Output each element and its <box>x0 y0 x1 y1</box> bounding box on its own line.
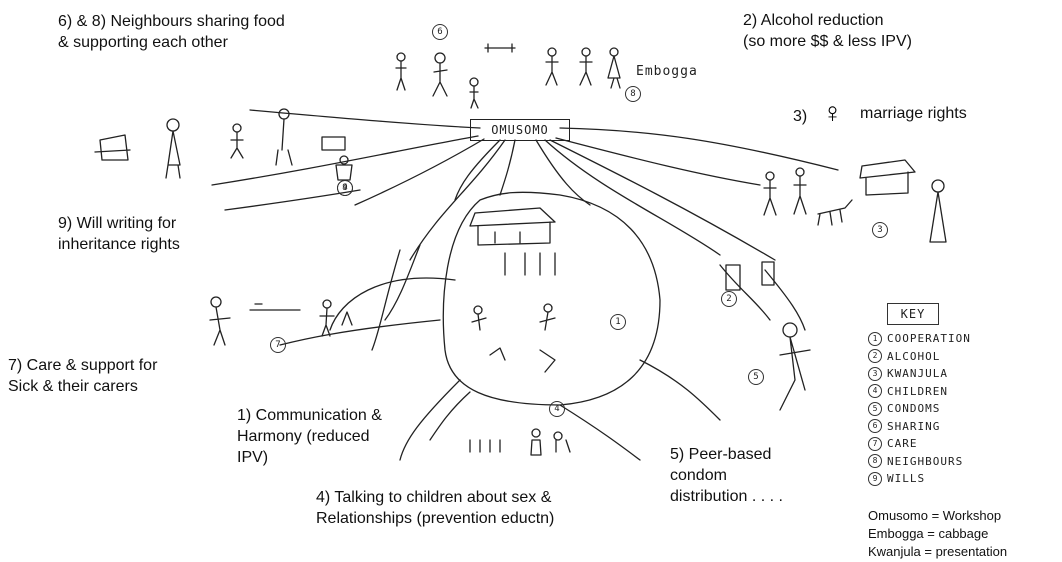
glossary: Omusomo = Workshop Embogga = cabbage Kwa… <box>868 507 1007 561</box>
key-item: 1 COOPERATION <box>868 330 971 348</box>
label-alcohol-reduction: 2) Alcohol reduction (so more $$ & less … <box>743 12 912 50</box>
key-item: 8 NEIGHBOURS <box>868 453 971 471</box>
key-item-label: SHARING <box>887 419 941 433</box>
key-item: 3 KWANJULA <box>868 365 971 383</box>
glossary-entry: Kwanjula = presentation <box>868 544 1008 559</box>
label-marriage-num: 3) <box>793 108 808 125</box>
sketch-number-circle: 3 <box>872 222 888 238</box>
sketch-number-circle: 6 <box>432 24 448 40</box>
key-title: KEY <box>887 303 939 325</box>
sketch-number-circle: 1 <box>610 314 626 330</box>
people-figures <box>94 43 947 456</box>
label-marriage-rights: marriage rights <box>860 105 967 122</box>
key-item-label: CHILDREN <box>887 384 948 398</box>
key-item-number: 8 <box>868 454 882 469</box>
key-list: 1 COOPERATION 2 ALCOHOL 3 KWANJULA 4 CHILDRE… <box>868 330 971 488</box>
key-item-label: CARE <box>887 437 918 450</box>
key-item-number: 2 <box>868 349 882 364</box>
key-item-label: KWANJULA <box>887 367 948 380</box>
key-item: 7 CARE <box>868 435 971 453</box>
sketch-number-circle: 9 <box>337 180 353 196</box>
label-care-support: 7) Care & support for Sick & their carer… <box>8 357 158 395</box>
label-neighbours-sharing: 6) & 8) Neighbours sharing food & suppor… <box>58 13 285 51</box>
key-item-number: 9 <box>868 471 882 486</box>
omusomo-sign: OMUSOMO <box>470 119 570 141</box>
key-item-number: 6 <box>868 419 882 434</box>
sketch-number-circle: 2 <box>721 291 737 307</box>
house-icon-right <box>859 159 916 196</box>
key-item-number: 5 <box>868 401 882 416</box>
label-peer-condom-distribution: 5) Peer-based condom distribution . . . … <box>670 446 783 505</box>
sketch-number-circle: 7 <box>270 337 286 353</box>
key-item-label: COOPERATION <box>887 332 971 345</box>
female-symbol-icon: ♀ <box>822 97 843 128</box>
key-item: 6 SHARING <box>868 418 971 436</box>
key-item-label: ALCOHOL <box>887 349 941 363</box>
key-item-number: 1 <box>868 331 882 346</box>
label-communication-harmony: 1) Communication & Harmony (reduced IPV) <box>237 407 382 466</box>
key-item-label: NEIGHBOURS <box>887 454 964 468</box>
key-item-label: CONDOMS <box>887 402 941 415</box>
sketch-number-circle: 8 <box>625 86 641 102</box>
key-item-number: 3 <box>868 366 882 381</box>
house-icon <box>469 207 556 246</box>
key-item-label: WILLS <box>887 472 926 485</box>
key-item-number: 7 <box>868 436 882 451</box>
key-item: 9 WILLS <box>868 470 971 488</box>
key-item: 2 ALCOHOL <box>868 348 971 366</box>
central-oval <box>442 191 661 406</box>
key-item: 4 CHILDREN <box>868 383 971 401</box>
label-will-writing: 9) Will writing for inheritance rights <box>58 215 180 253</box>
sketch-number-circle: 5 <box>748 369 764 385</box>
sketch-number-circle: 4 <box>549 401 565 417</box>
label-talking-to-children: 4) Talking to children about sex & Relat… <box>316 489 555 527</box>
embogga-label: Embogga <box>636 64 698 79</box>
glossary-entry: Omusomo = Workshop <box>868 508 1002 523</box>
key-item: 5 CONDOMS <box>868 400 971 418</box>
road-lines <box>211 109 839 331</box>
key-item-number: 4 <box>868 384 882 399</box>
glossary-entry: Embogga = cabbage <box>868 526 989 541</box>
